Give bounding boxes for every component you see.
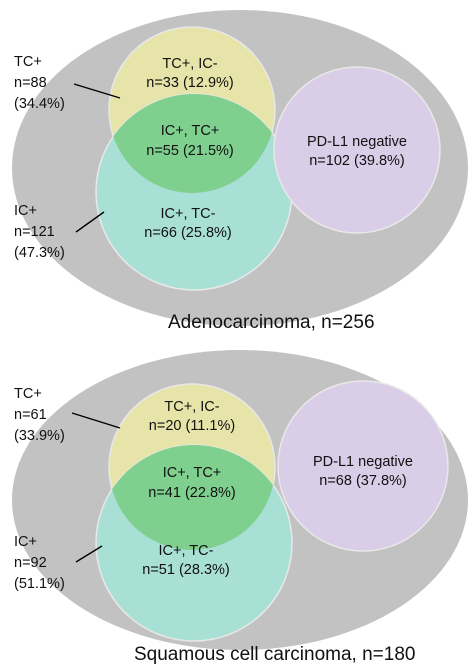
tc-total-count: n=88 xyxy=(14,75,47,91)
ic-only-count: n=51 (28.3%) xyxy=(142,562,229,578)
negative-circle xyxy=(273,66,441,234)
tc-total-count: n=61 xyxy=(14,407,47,423)
ic-total-count: n=92 xyxy=(14,555,47,571)
overlap-region xyxy=(109,445,275,550)
negative-count: n=102 (39.8%) xyxy=(309,153,405,169)
overlap-label: IC+, TC+ xyxy=(161,123,220,139)
ic-only-label: IC+, TC- xyxy=(159,543,214,559)
negative-count: n=68 (37.8%) xyxy=(319,473,406,489)
ic-pointer-line xyxy=(75,211,105,233)
ic-total-percent: (51.1%) xyxy=(14,576,65,592)
tc-total-label: TC+ xyxy=(14,386,42,402)
overlap-label: IC+, TC+ xyxy=(163,465,222,481)
negative-label: PD-L1 negative xyxy=(313,454,413,470)
overlap-region xyxy=(109,94,275,193)
tc-total-percent: (34.4%) xyxy=(14,96,65,112)
ic-only-count: n=66 (25.8%) xyxy=(144,225,231,241)
negative-label: PD-L1 negative xyxy=(307,134,407,150)
tc-only-label: TC+, IC- xyxy=(164,399,219,415)
tc-only-count: n=33 (12.9%) xyxy=(146,75,233,91)
ic-total-percent: (47.3%) xyxy=(14,245,65,261)
tc-total-percent: (33.9%) xyxy=(14,428,65,444)
tc-total-label: TC+ xyxy=(14,54,42,70)
tc-only-count: n=20 (11.1%) xyxy=(149,418,235,434)
panel-caption: Squamous cell carcinoma, n=180 xyxy=(134,644,415,665)
overlap-count: n=55 (21.5%) xyxy=(146,143,233,159)
ic-total-label: IC+ xyxy=(14,534,37,550)
ic-total-count: n=121 xyxy=(14,224,55,240)
panel-caption: Adenocarcinoma, n=256 xyxy=(168,312,375,333)
tc-pointer-line xyxy=(73,83,121,99)
tc-pointer-line xyxy=(71,412,121,429)
overlap-count: n=41 (22.8%) xyxy=(148,485,235,501)
negative-circle xyxy=(277,380,449,552)
panel-adenocarcinoma: TC+, IC- n=33 (12.9%) IC+, TC+ n=55 (21.… xyxy=(12,10,468,333)
ic-total-label: IC+ xyxy=(14,203,37,219)
ic-only-label: IC+, TC- xyxy=(161,206,216,222)
panel-squamous-cell-carcinoma: TC+, IC- n=20 (11.1%) IC+, TC+ n=41 (22.… xyxy=(12,350,468,665)
ic-pointer-line xyxy=(75,545,103,563)
tc-only-label: TC+, IC- xyxy=(162,56,217,72)
